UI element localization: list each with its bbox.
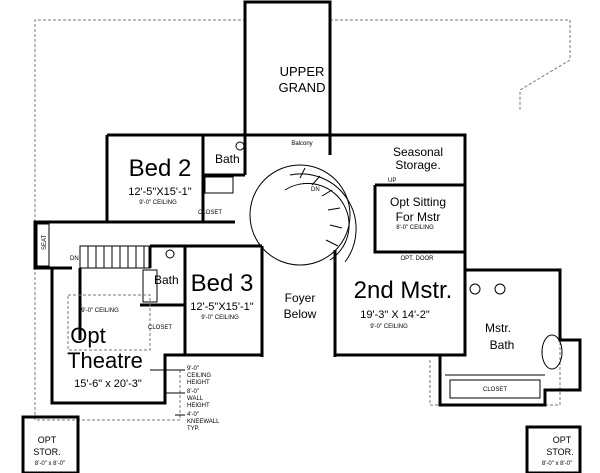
- master-name: 2nd Mstr.: [354, 277, 453, 304]
- foyer-label: Foyer: [285, 291, 316, 305]
- dn-stair-label: DN: [70, 256, 79, 262]
- note-wall: HEIGHT: [187, 403, 210, 409]
- theatre-label: Theatre: [67, 348, 143, 373]
- stor-right-walls: [525, 425, 582, 473]
- bed3-ceiling: 9'-0" CEILING: [201, 315, 239, 321]
- toilet-icon: [165, 249, 175, 259]
- sitting-ceiling: 8'-0" CEILING: [396, 225, 434, 231]
- bath1-label: Bath: [215, 152, 240, 166]
- closet-walls: [445, 374, 545, 399]
- bed2-name: Bed 2: [129, 155, 192, 182]
- master-dims: 19'-3" X 14'-2": [360, 309, 430, 321]
- dn-spiral-label: DN: [311, 187, 320, 193]
- stor-right-label: STOR.: [546, 447, 573, 457]
- stor-right-dims: 8'-0" x 8'-0": [542, 461, 572, 467]
- closet1-label: CLOSET: [198, 210, 222, 216]
- bath2-label: Bath: [154, 273, 179, 287]
- note-knee: TYP.: [187, 426, 200, 432]
- note-leaders: [150, 369, 185, 416]
- bed2-ceiling: 9'-0" CEILING: [139, 200, 177, 206]
- sitting-label: For Mstr: [396, 210, 441, 224]
- master-bath-walls: [438, 268, 582, 407]
- balcony-label: Balcony: [291, 141, 312, 147]
- bathtub-icon: [541, 334, 563, 370]
- bed3-dims: 12'-5"X15'-1": [190, 301, 253, 313]
- bed2-dims: 12'-5"X15'-1": [128, 186, 191, 198]
- note-wall: WALL: [187, 396, 204, 402]
- theatre-tray: [67, 294, 151, 351]
- window-seat: [36, 223, 50, 267]
- sink-icon: [469, 283, 481, 295]
- sink-icon: [494, 283, 506, 295]
- theatre-ceiling: 9'-0" CEILING: [81, 308, 119, 314]
- spiral-staircase: [249, 164, 357, 266]
- straight-stair: [79, 245, 151, 269]
- mstr-bath-label: Mstr.: [485, 321, 511, 335]
- upper-grand-label: GRAND: [279, 80, 326, 95]
- bathtub-icon: [204, 176, 234, 194]
- note-ceiling: 9'-0": [187, 366, 199, 372]
- seasonal-label: Seasonal: [393, 145, 443, 159]
- stor-left-walls: [21, 415, 80, 473]
- note-ceiling: CEILING: [187, 373, 211, 379]
- foyer-label: Below: [284, 307, 317, 321]
- note-ceiling: HEIGHT: [187, 380, 210, 386]
- master-ceiling: 9'-0" CEILING: [370, 324, 408, 330]
- sitting-label: Opt Sitting: [390, 195, 446, 209]
- mstr-bath-label: Bath: [490, 338, 515, 352]
- opt-door-label: OPT. DOOR: [400, 256, 434, 262]
- closet2-label: CLOSET: [148, 325, 172, 331]
- up-label: UP: [388, 178, 396, 184]
- upper-grand-label: UPPER: [280, 64, 325, 79]
- seat-label: SEAT: [42, 234, 48, 250]
- toilet-icon: [235, 141, 245, 151]
- seasonal-label: Storage.: [395, 158, 440, 172]
- stor-left-dims: 8'-0" x 8'-0": [35, 461, 65, 467]
- note-knee: KNEEWALL: [187, 419, 220, 425]
- bed3-name: Bed 3: [191, 270, 254, 297]
- note-knee: 4'-0": [187, 412, 199, 418]
- theatre-label: Opt: [70, 323, 105, 348]
- stor-right-label: OPT: [553, 435, 572, 445]
- stor-left-label: STOR.: [33, 447, 60, 457]
- bathtub-icon: [142, 269, 158, 303]
- note-wall: 8'-0": [187, 389, 199, 395]
- theatre-dims: 15'-6" x 20'-3": [74, 378, 142, 390]
- stor-left-label: OPT: [38, 435, 57, 445]
- closet3-label: CLOSET: [483, 387, 507, 393]
